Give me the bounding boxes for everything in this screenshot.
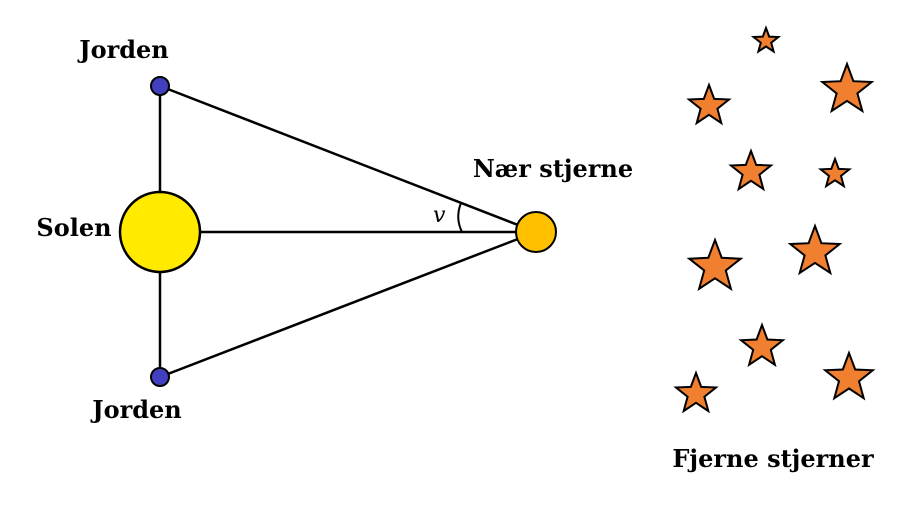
earth-bottom bbox=[150, 367, 170, 387]
earth-bottom-label: Jorden bbox=[90, 395, 182, 424]
far-stars bbox=[673, 25, 876, 414]
near-star bbox=[515, 211, 557, 253]
far-star-icon bbox=[750, 25, 782, 54]
far-star-icon bbox=[817, 156, 853, 189]
sun bbox=[118, 190, 202, 274]
far-star-icon bbox=[787, 223, 843, 276]
far-star-icon bbox=[686, 237, 744, 292]
far-star-icon bbox=[819, 61, 875, 114]
far-star-icon bbox=[822, 350, 876, 401]
near-star-label: Nær stjerne bbox=[473, 154, 633, 183]
sun-label: Solen bbox=[36, 213, 111, 242]
parallax-angle-arc bbox=[457, 202, 463, 233]
far-star-icon bbox=[728, 148, 774, 192]
far-star-icon bbox=[673, 370, 719, 414]
earth-top-to-star-line bbox=[159, 84, 537, 234]
far-star-icon bbox=[686, 82, 732, 126]
far-star-icon bbox=[738, 322, 786, 368]
far-stars-label: Fjerne stjerner bbox=[672, 444, 874, 473]
earth-top-label: Jorden bbox=[77, 35, 169, 64]
earth-bottom-to-star-line bbox=[159, 230, 537, 379]
earth-top bbox=[150, 76, 170, 96]
parallax-angle-label: v bbox=[433, 203, 446, 228]
geometry-lines bbox=[158, 84, 537, 379]
